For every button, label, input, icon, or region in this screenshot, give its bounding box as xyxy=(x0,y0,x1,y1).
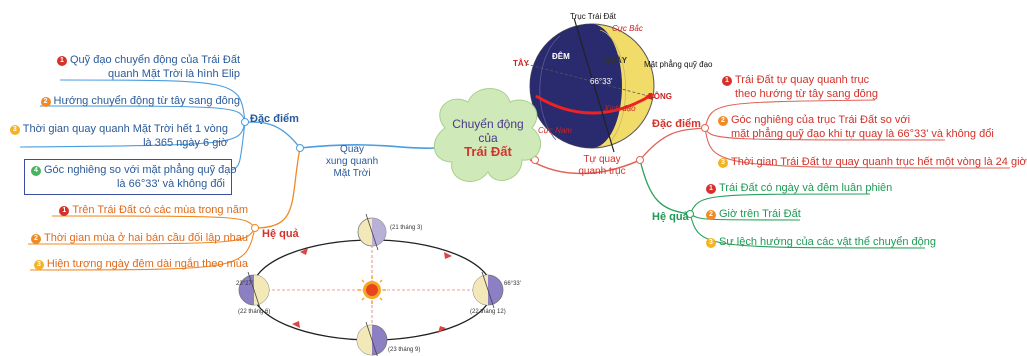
orbit-label-left: (22 tháng 6) xyxy=(238,309,271,315)
item-text: Trên Trái Đất có các mùa trong năm xyxy=(72,204,248,216)
center-title-line3: Trái Đất xyxy=(464,144,512,159)
number-badge: 3 xyxy=(718,158,728,168)
center-title-line2: của xyxy=(478,131,498,145)
item-text: Hiện tượng ngày đêm dài ngắn theo mùa xyxy=(46,258,248,270)
globe-illustration xyxy=(512,12,702,160)
item-line: là 365 ngày 6 giờ xyxy=(143,137,228,149)
left-he-qua-label: Hệ quả xyxy=(262,228,299,240)
number-badge: 2 xyxy=(30,234,41,244)
center-node xyxy=(433,88,542,182)
left-dac-diem-label: Đặc điểm xyxy=(250,113,299,125)
earth-right xyxy=(472,271,504,309)
item-text: Trái Đất có ngày và đêm luân phiên xyxy=(719,182,893,194)
number-badge: 4 xyxy=(31,166,41,176)
earth-top xyxy=(357,213,387,251)
orbit-label-right: (22 tháng 12) xyxy=(470,309,506,315)
number-badge: 1 xyxy=(57,56,67,66)
number-badge: 1 xyxy=(706,184,716,194)
globe-west-label: TÂY xyxy=(513,59,529,68)
number-badge: 2 xyxy=(706,210,716,220)
left-branch-label-3: Mặt Trời xyxy=(333,168,371,179)
item-line: Trái Đất tự quay quanh trục xyxy=(735,74,870,86)
right-branch-label-1: Tự quay xyxy=(583,154,621,165)
globe-east-label: ĐÔNG xyxy=(648,92,672,101)
globe-equator-label: Xích đạo xyxy=(604,104,636,113)
item-line: theo hướng từ tây sang đông xyxy=(735,88,879,100)
earth-bottom xyxy=(356,321,388,356)
item-text: Giờ trên Trái Đất xyxy=(719,208,801,220)
sun-icon xyxy=(358,276,386,304)
number-badge: 2 xyxy=(40,97,51,107)
number-badge: 1 xyxy=(722,76,732,86)
item-line: mặt phẳng quỹ đạo khi tự quay là 66°33' … xyxy=(731,128,994,140)
orbit-label-bottom: (23 tháng 9) xyxy=(388,347,421,353)
item-line: Thời gian quay quanh Mặt Trời hết 1 vòng xyxy=(22,123,228,135)
center-title-line1: Chuyển động xyxy=(452,117,524,131)
globe-axis-label: Trục Trái Đất xyxy=(570,12,616,21)
number-badge: 3 xyxy=(33,260,44,270)
earth-left xyxy=(238,271,270,309)
globe-south-label: Cực Nam xyxy=(538,126,572,135)
item-line: Góc nghiêng so với mặt phẳng quỹ đạo xyxy=(44,164,237,176)
number-badge: 3 xyxy=(706,238,716,248)
orbit-lat-right: 66°33' xyxy=(504,281,521,287)
orbit-label-top: (21 tháng 3) xyxy=(390,225,423,231)
item-line: Quỹ đạo chuyển động của Trái Đất xyxy=(70,54,240,66)
globe-day-label: NGÀY xyxy=(604,56,628,65)
globe-plane-label: Mặt phẳng quỹ đạo xyxy=(644,60,713,69)
item-text: Thời gian mùa ở hai bán cầu đối lập nhau xyxy=(43,232,248,244)
globe-angle-label: 66°33' xyxy=(590,77,613,86)
number-badge: 2 xyxy=(718,116,728,126)
item-line: Thời gian Trái Đất tự quay quanh trục hế… xyxy=(731,156,1027,168)
item-line: quanh Mặt Trời là hình Elip xyxy=(108,68,240,80)
right-dac-diem-label: Đặc điểm xyxy=(652,118,701,130)
number-badge: 1 xyxy=(59,206,70,216)
left-branch-label-2: xung quanh xyxy=(325,156,379,167)
number-badge: 3 xyxy=(9,125,20,135)
globe-north-label: Cực Bắc xyxy=(612,24,643,33)
node-toggles xyxy=(241,118,709,232)
orbit-illustration xyxy=(238,213,530,356)
connectors xyxy=(19,79,1011,271)
item-line: là 66°33' và không đổi xyxy=(116,178,225,190)
item-line: Hướng chuyển động từ tây sang đông xyxy=(53,95,240,107)
right-branch-label-2: quanh trục xyxy=(578,166,626,177)
globe-night-label: ĐÊM xyxy=(552,52,570,61)
right-he-qua-label: Hệ quả xyxy=(652,211,689,223)
item-line: Góc nghiêng của trục Trái Đất so với xyxy=(731,114,911,126)
left-branch-label-1: Quay xyxy=(340,144,364,155)
item-text: Sự lệch hướng của các vật thể chuyển độn… xyxy=(719,236,937,248)
orbit-lat-left: 23°27' xyxy=(236,281,253,287)
